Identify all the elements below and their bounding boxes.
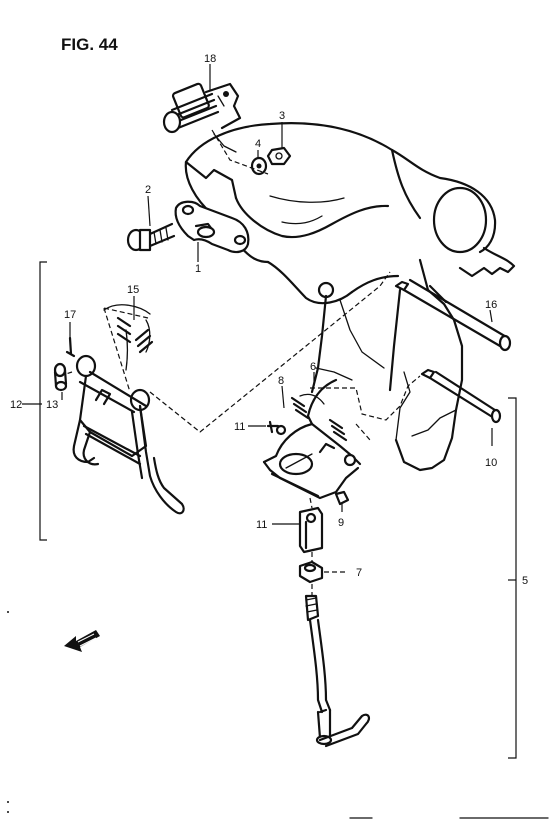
part-12-stand-bracket [53, 304, 185, 515]
label-part-3: 3 [279, 110, 285, 122]
part-3-nut [266, 146, 292, 166]
label-part-8: 8 [278, 375, 284, 387]
label-part-4: 4 [255, 138, 261, 150]
label-part-2: 2 [145, 184, 151, 196]
label-part-13: 13 [46, 399, 58, 411]
part-labels: 18 3 4 2 1 15 17 16 6 8 12 13 11 10 9 11… [10, 53, 528, 587]
callout-leaders [22, 64, 516, 581]
label-part-11-upper: 11 [234, 421, 245, 433]
label-part-15: 15 [127, 284, 139, 296]
label-part-18: 18 [204, 53, 216, 65]
part-1-clamp-plate [174, 200, 250, 254]
label-part-17: 17 [64, 309, 76, 321]
part-4-washer [250, 156, 268, 176]
figure-title: FIG. 44 [61, 35, 118, 54]
part-7-nut [298, 560, 324, 584]
swivel-bracket-body [184, 122, 516, 472]
label-part-6: 6 [310, 361, 316, 373]
dashed-leaders [59, 129, 421, 596]
part-6-tilt-lock-lever [262, 378, 362, 506]
label-part-10: 10 [485, 457, 497, 469]
group-bracket-5 [508, 397, 517, 759]
scan-specks [7, 611, 549, 819]
part-18-spring-assembly [162, 82, 242, 153]
label-part-1: 1 [195, 263, 201, 275]
label-part-7: 7 [356, 567, 362, 579]
label-part-5: 5 [522, 575, 528, 587]
part-11-rod-end [298, 506, 324, 554]
part-2-bolt [126, 222, 176, 252]
group-bracket-12 [39, 261, 47, 541]
label-part-9: 9 [338, 517, 344, 529]
label-part-11-lower: 11 [256, 519, 267, 531]
part-16-pin [394, 278, 512, 352]
part-5-rod [304, 594, 371, 748]
front-direction-arrow-icon [64, 630, 100, 652]
part-10-pin [420, 368, 502, 424]
label-part-12: 12 [10, 399, 22, 411]
label-part-16: 16 [485, 299, 497, 311]
